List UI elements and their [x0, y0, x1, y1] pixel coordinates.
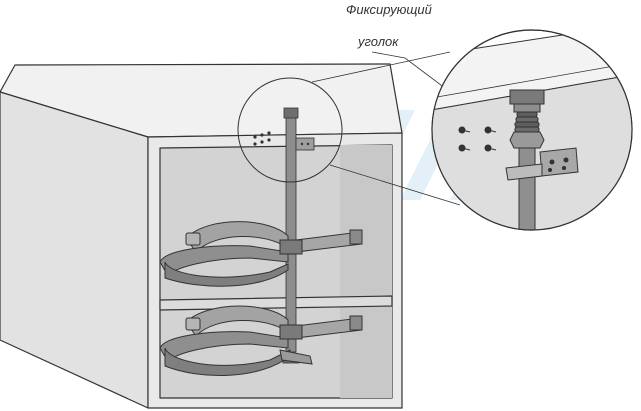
screws-small [253, 131, 271, 146]
callout-label-line1: Фиксирующий [346, 2, 432, 17]
upper-tray [159, 221, 363, 287]
zoom-connector-bottom [329, 164, 461, 206]
fixing-bracket-zoom [505, 147, 579, 181]
lower-tray [159, 305, 363, 376]
cabinet-shelf [159, 295, 393, 311]
zoom-connector-top [311, 51, 451, 83]
detail-circle-zoom [431, 29, 633, 231]
fixing-bracket-small [295, 137, 315, 151]
callout-label-line2: уголок [358, 34, 399, 49]
detail-circle-small [237, 77, 343, 183]
cabinet-left-side [0, 91, 149, 409]
spring-coil [514, 111, 540, 133]
screws-zoom [458, 126, 497, 152]
